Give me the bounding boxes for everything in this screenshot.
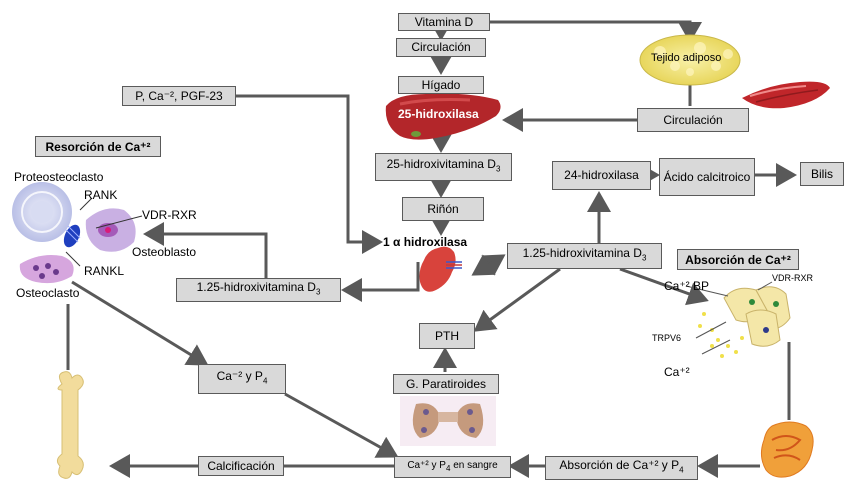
circulacion-top-label: Circulación [411, 40, 471, 54]
paratiroides-label: G. Paratiroides [405, 376, 487, 391]
arrow-125c-abs [619, 267, 709, 306]
hidroxilasa-24-label: 24-hidroxilasa [564, 168, 639, 182]
liver-icon [385, 93, 501, 140]
vdr-rxr-left-label: VDR-RXR [142, 208, 197, 222]
paratiroides-box: G. Paratiroides [393, 374, 499, 394]
vdr-rxr-right-label: VDR-RXR [772, 273, 814, 283]
arrow-vitd-tejido [489, 20, 702, 43]
vitamina-d-box: Vitamina D [398, 13, 490, 31]
osteoclast-cell-icon [19, 255, 74, 284]
pth-label: PTH [435, 328, 459, 343]
higado-label: Hígado [421, 77, 461, 92]
proteosteoclast-cell-icon [12, 182, 72, 242]
arrow-pca-1a [236, 94, 383, 254]
rank-icon [63, 224, 81, 248]
higado-box: Hígado [398, 76, 484, 94]
arrow-cap-sangre [284, 392, 399, 458]
hidroxivitamina-25-box: 25-hidroxivitamina D3 [375, 153, 512, 181]
hidroxilasa-25-label: 25-hidroxilasa [398, 107, 479, 121]
hidroxivitamina-125-center-label: 1.25-hidroxivitamina D3 [522, 246, 647, 263]
acido-label: Ácido calcitroico [663, 169, 751, 184]
intestine-icon [760, 421, 814, 478]
hidroxilasa-1a-label: 1 α hidroxilasa [383, 235, 468, 249]
arrow-kidney-125left [341, 262, 420, 302]
hidroxivitamina-125-left-label: 1.25-hidroxivitamina D3 [196, 280, 321, 297]
sangre-label: Ca⁺² y P4 en sangre [407, 460, 498, 473]
rank-label: RANK [84, 188, 118, 202]
arrow-osteoclasto-cap [71, 280, 209, 366]
kidney-icon [419, 246, 462, 292]
parathyroid-icon [400, 396, 496, 446]
muscle-tissue-icon [742, 81, 830, 109]
sangre-box: Ca⁺² y P4 en sangre [394, 456, 511, 478]
bilis-label: Bilis [810, 166, 833, 181]
rinon-box: Riñón [402, 197, 484, 221]
bilis-box: Bilis [800, 162, 844, 186]
osteoclasto-label: Osteoclasto [16, 286, 80, 300]
absorcion-header: Absorción de Ca⁺² [677, 249, 799, 270]
ca2-label: Ca⁺² [664, 365, 690, 379]
tejido-adiposo-label: Tejido adiposo [651, 52, 722, 64]
osteoblast-cell-icon [85, 208, 136, 252]
calcium-dots-icon [698, 312, 744, 358]
hidroxilasa-24-box: 24-hidroxilasa [552, 161, 651, 190]
pth-box: PTH [419, 323, 475, 349]
osteoblasto-label: Osteoblasto [132, 245, 197, 259]
rinon-label: Riñón [427, 201, 459, 216]
adipose-tissue-icon [639, 34, 741, 86]
circulacion-right-box: Circulación [637, 108, 749, 132]
resorcion-header: Resorción de Ca⁺² [35, 136, 161, 157]
arrow-125c-kidney [471, 254, 504, 276]
hidroxivitamina-25-label: 25-hidroxivitamina D3 [386, 157, 501, 174]
bone-icon [56, 371, 84, 479]
ca2-bp-label: Ca⁺² BP [664, 279, 710, 293]
vitamina-d-label: Vitamina D [414, 14, 474, 29]
arrow-125c-pth [473, 267, 561, 332]
enterocytes-icon [723, 286, 791, 347]
ca-p-box: Ca⁻² y P4 [198, 364, 286, 394]
pca-label: P, Ca⁻², PGF-23 [135, 88, 223, 103]
trpv6-label: TRPV6 [652, 333, 682, 343]
hidroxivitamina-125-left-box: 1.25-hidroxivitamina D3 [176, 278, 341, 302]
acido-box: Ácido calcitroico [659, 158, 755, 196]
proteosteoclasto-label: Proteosteoclasto [14, 170, 104, 184]
absorcion-bottom-box: Absorción de Ca⁺² y P4 [545, 456, 698, 480]
circulacion-top-box: Circulación [396, 38, 486, 57]
hidroxivitamina-125-center-box: 1.25-hidroxivitamina D3 [507, 243, 662, 269]
rankl-label: RANKL [84, 264, 125, 278]
calcificacion-label: Calcificación [207, 458, 275, 473]
arrow-125left-osteo [143, 222, 268, 278]
pca-box: P, Ca⁻², PGF-23 [122, 86, 236, 106]
ca-p-label: Ca⁻² y P4 [216, 369, 268, 386]
circulacion-right-label: Circulación [663, 112, 723, 127]
calcificacion-box: Calcificación [198, 456, 284, 476]
absorcion-bottom-label: Absorción de Ca⁺² y P4 [559, 458, 684, 475]
